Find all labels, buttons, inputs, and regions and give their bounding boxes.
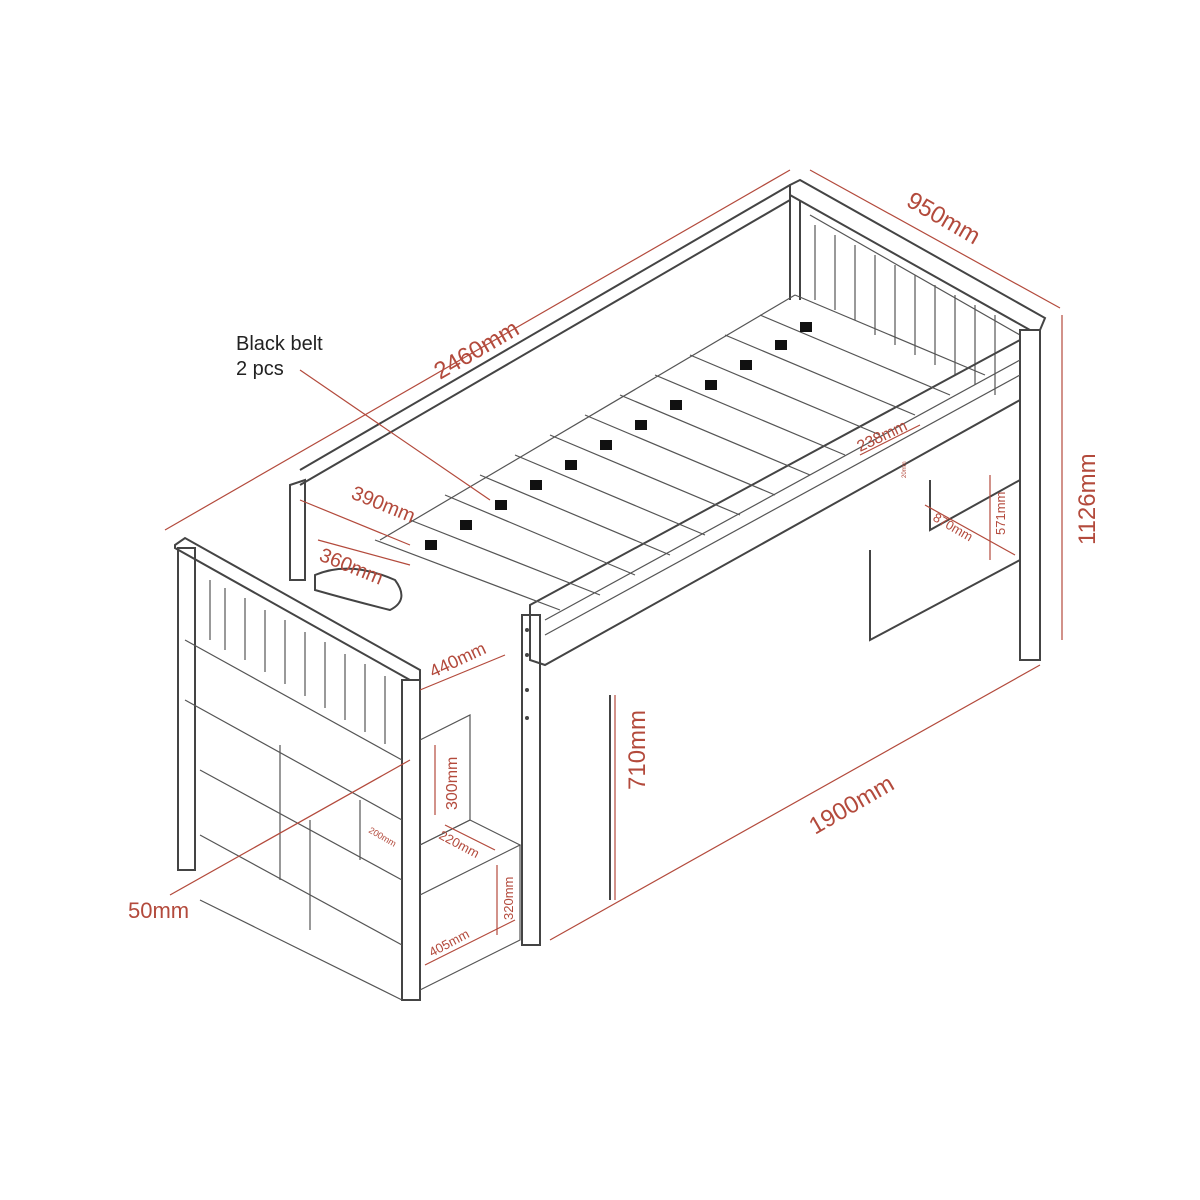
opening-360-label: 360mm [316,544,386,589]
note-line-1: Black belt [236,333,323,355]
bed-frame [174,178,1047,1001]
underbed-height-label: 710mm [624,710,651,790]
width-label: 950mm [902,187,985,250]
bottom-rise-label: 320mm [501,877,516,920]
length-label: 2460mm [430,315,524,385]
slot-small-label: 20mm [902,461,908,478]
cube-200-label: 200mm [367,825,398,849]
post-label: 50mm [128,898,189,923]
slats [374,294,986,611]
bottom-depth-label: 405mm [426,926,471,960]
black-belts [425,322,812,550]
mattress-length-label: 1900mm [805,770,899,840]
opening-390-label: 390mm [348,482,418,527]
under-height-label: 571mm [993,492,1008,535]
note-line-2: 2 pcs [236,358,284,380]
dimension-lines [164,169,1063,966]
step-rise-label: 300mm [444,757,461,810]
height-label: 1126mm [1074,453,1101,545]
